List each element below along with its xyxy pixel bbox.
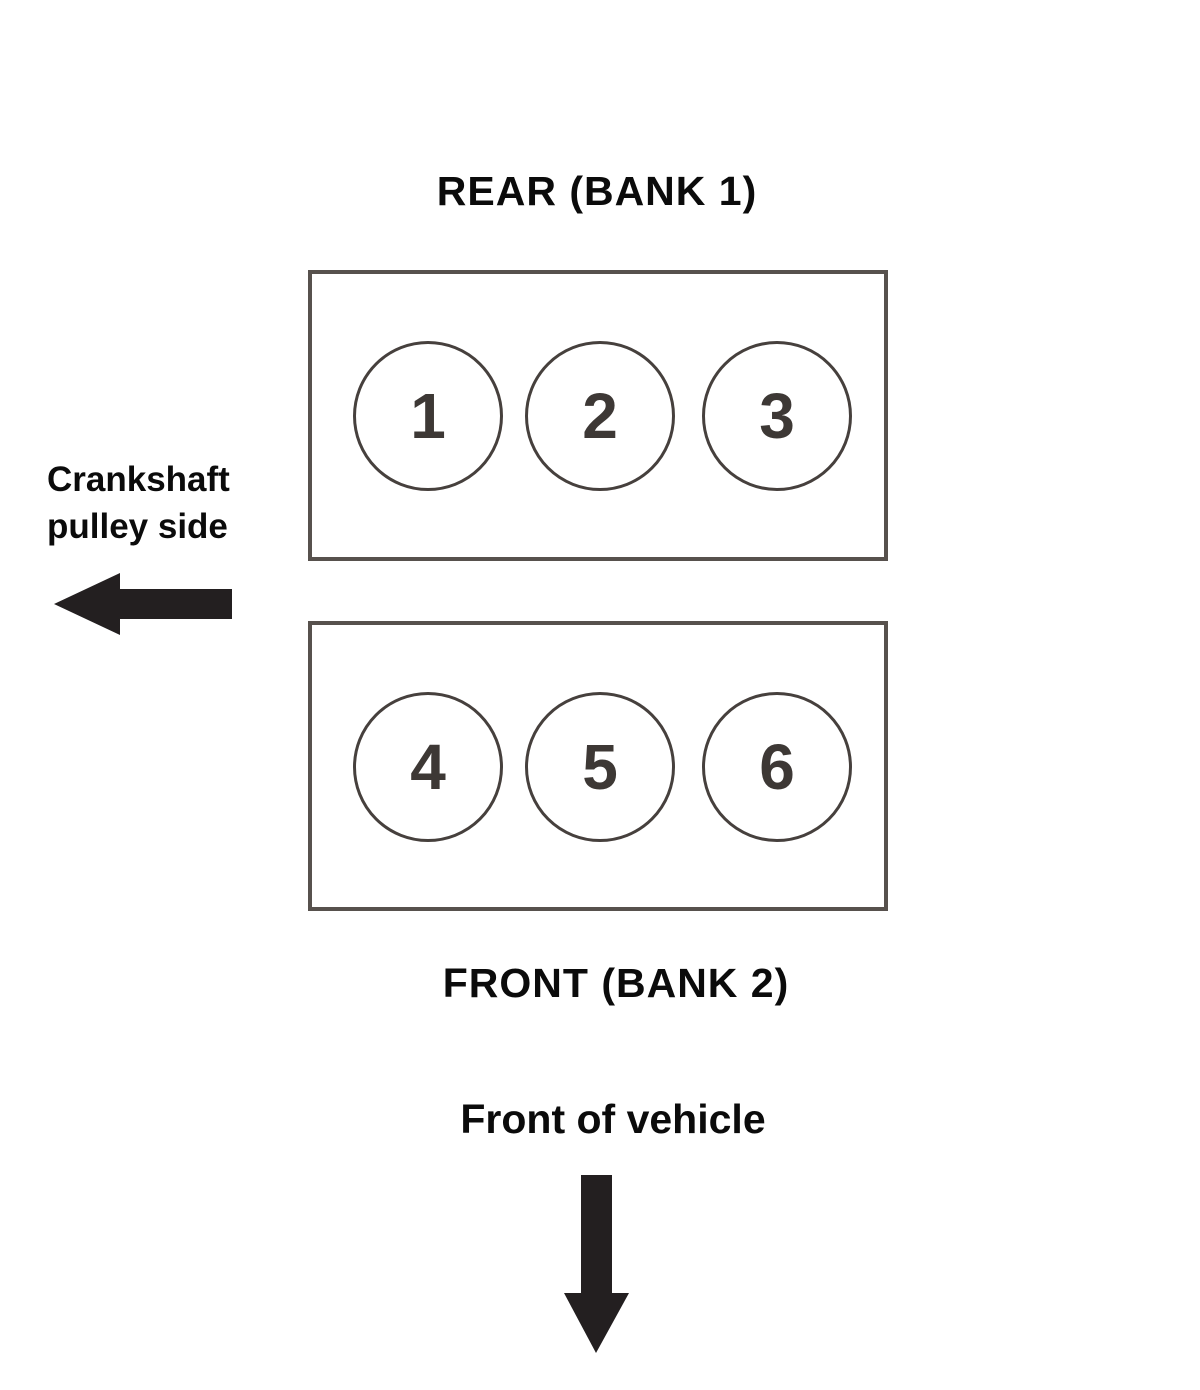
cylinder-number: 5 — [582, 731, 618, 803]
left-arrow-icon — [54, 573, 232, 635]
cylinder-number: 2 — [582, 380, 618, 452]
front-bank-title: FRONT (BANK 2) — [442, 960, 790, 1006]
front-of-vehicle-label: Front of vehicle — [460, 1096, 766, 1142]
cylinder-circle-6: 6 — [702, 692, 852, 842]
cylinder-circle-1: 1 — [353, 341, 503, 491]
down-arrow-icon — [564, 1175, 629, 1353]
cylinder-circle-2: 2 — [525, 341, 675, 491]
cylinder-circle-3: 3 — [702, 341, 852, 491]
crankshaft-pulley-label-line2: pulley side — [47, 507, 228, 546]
crankshaft-pulley-label: Crankshaft pulley side — [47, 456, 230, 550]
cylinder-number: 4 — [410, 731, 446, 803]
cylinder-circle-5: 5 — [525, 692, 675, 842]
cylinder-number: 3 — [759, 380, 795, 452]
cylinder-number: 1 — [410, 380, 446, 452]
cylinder-number: 6 — [759, 731, 795, 803]
cylinder-circle-4: 4 — [353, 692, 503, 842]
crankshaft-pulley-label-line1: Crankshaft — [47, 460, 230, 499]
rear-bank-title: REAR (BANK 1) — [436, 168, 758, 214]
